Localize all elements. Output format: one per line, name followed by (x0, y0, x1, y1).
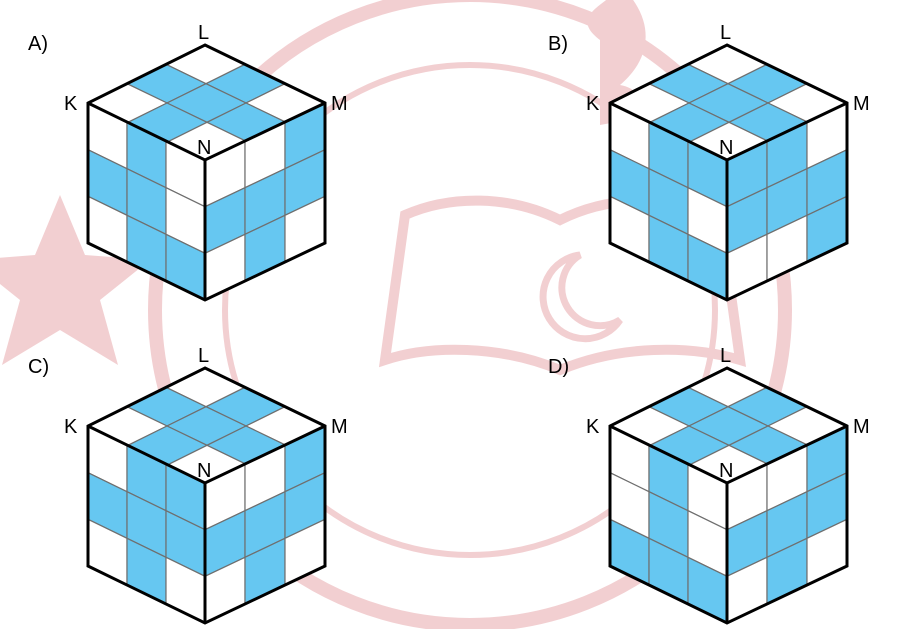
cube-face-right (726, 425, 848, 624)
vertex-label-right: M (331, 416, 348, 438)
vertex-label-left: K (64, 93, 78, 115)
option-label: B) (548, 33, 568, 55)
vertex-label-top: L (198, 22, 209, 44)
watermark-star-left (0, 195, 150, 365)
vertex-label-right: M (853, 416, 870, 438)
vertex-label-center: N (719, 460, 733, 482)
vertex-label-left: K (64, 416, 78, 438)
vertex-label-center: N (197, 137, 211, 159)
cube-option-c[interactable]: C) L K M N (28, 345, 348, 625)
watermark-crescent (539, 251, 623, 343)
cube-face-right (204, 425, 326, 624)
vertex-label-top: L (198, 345, 209, 367)
vertex-label-center: N (719, 137, 733, 159)
vertex-label-right: M (331, 93, 348, 115)
vertex-label-center: N (197, 460, 211, 482)
option-label: D) (548, 356, 569, 378)
vertex-label-top: L (720, 22, 731, 44)
cube-option-b[interactable]: B) L K M N (548, 22, 870, 302)
ministry-emblem-watermark (0, 0, 792, 629)
cube-face-right (726, 102, 848, 301)
cube-face-left (87, 425, 206, 624)
vertex-label-top: L (720, 345, 731, 367)
option-label: A) (28, 33, 48, 55)
vertex-label-left: K (586, 416, 600, 438)
option-label: C) (28, 356, 49, 378)
vertex-label-left: K (586, 93, 600, 115)
cube-face-left (87, 102, 206, 301)
cube-option-a[interactable]: A) L K M N (28, 22, 348, 302)
vertex-label-right: M (853, 93, 870, 115)
watermark-inner-ring (222, 62, 718, 558)
cube-face-right (204, 102, 326, 301)
watermark-book (378, 195, 747, 376)
watermark-outer-ring (148, 0, 792, 629)
cube-option-d[interactable]: D) L K M N (548, 345, 870, 625)
